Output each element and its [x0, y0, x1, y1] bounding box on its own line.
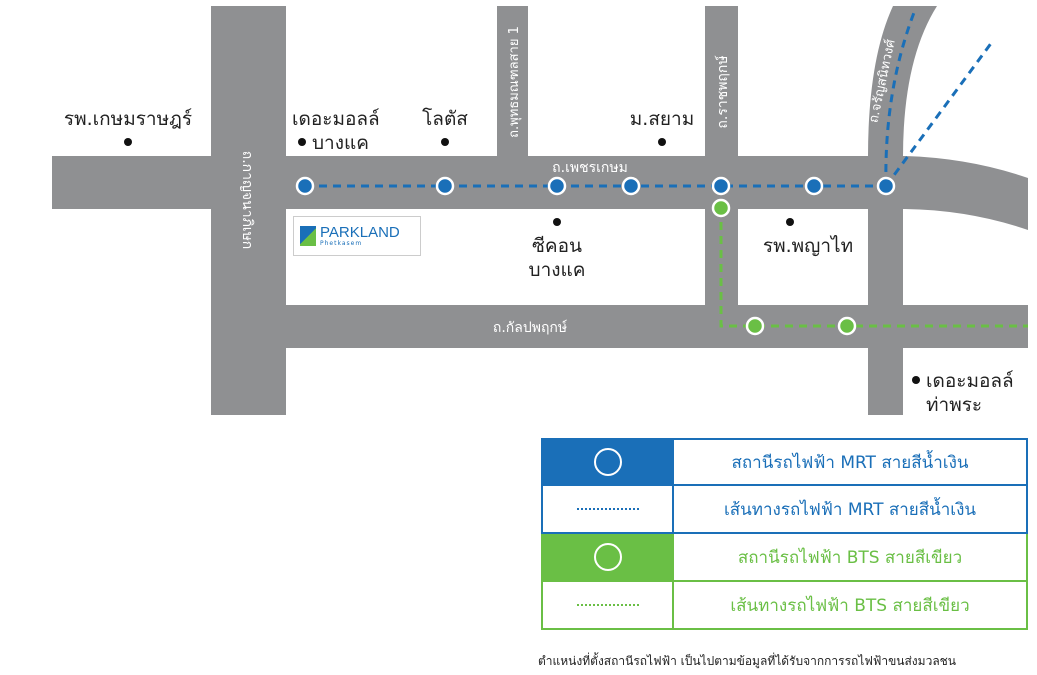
road-label-kanlapaphruek: ถ.กัลปพฤกษ์ — [493, 319, 568, 336]
legend-bts-station: สถานีรถไฟฟ้า BTS สายสีเขียว — [541, 534, 1028, 582]
legend-label: สถานีรถไฟฟ้า MRT สายสีน้ำเงิน — [672, 438, 1028, 486]
bts-station[interactable] — [711, 198, 731, 218]
road-label-kanchanaphisek: ถ.กาญจนาภิเษก — [239, 151, 255, 250]
dashed-line-icon — [576, 508, 639, 510]
place-siam-university: ม.สยาม — [630, 108, 695, 130]
mrt-station[interactable] — [621, 176, 641, 196]
legend-mrt-station: สถานีรถไฟฟ้า MRT สายสีน้ำเงิน — [541, 438, 1028, 486]
mrt-station[interactable] — [295, 176, 315, 196]
place-dot — [298, 138, 306, 146]
place-mall-thapra: เดอะมอลล์ — [926, 370, 1014, 392]
bts-line-symbol — [541, 582, 672, 630]
road-label-ratchaphruek: ถ.ราชพฤกษ์ — [714, 55, 731, 129]
place-phyathai: รพ.พญาไท — [763, 235, 853, 257]
mrt-station[interactable] — [711, 176, 731, 196]
place-mall-thapra-2: ท่าพระ — [926, 394, 982, 416]
logo-mark-icon — [300, 226, 316, 246]
legend: สถานีรถไฟฟ้า MRT สายสีน้ำเงิน เส้นทางรถไ… — [541, 438, 1028, 630]
logo-name: PARKLAND — [320, 224, 400, 241]
parkland-logo: PARKLAND Phetkasem — [293, 216, 421, 256]
road-ratchaphruek — [705, 6, 738, 306]
road-kanchanaphisek — [211, 6, 286, 415]
road-label-phutthamonthon: ถ.พุทธมณฑลสาย 1 — [507, 26, 522, 138]
place-mall-bangkae: เดอะมอลล์ — [292, 108, 380, 130]
legend-label: สถานีรถไฟฟ้า BTS สายสีเขียว — [672, 534, 1028, 582]
station-ring-icon — [593, 543, 622, 571]
footnote: ตำแหน่งที่ตั้งสถานีรถไฟฟ้า เป็นไปตามข้อม… — [538, 654, 957, 668]
mrt-station-symbol — [541, 438, 672, 486]
mrt-station[interactable] — [876, 176, 896, 196]
place-dot — [441, 138, 449, 146]
mrt-line-symbol — [541, 486, 672, 534]
place-dot — [658, 138, 666, 146]
place-dot — [124, 138, 132, 146]
place-dot — [553, 218, 561, 226]
bts-station[interactable] — [837, 316, 857, 336]
bts-station-symbol — [541, 534, 672, 582]
bts-station[interactable] — [745, 316, 765, 336]
place-seacon: ซีคอน — [532, 235, 582, 257]
place-lotus: โลตัส — [422, 107, 468, 130]
road-label-phetkasem: ถ.เพชรเกษม — [552, 160, 628, 176]
mrt-station[interactable] — [547, 176, 567, 196]
map: รพ.เกษมราษฎร์ เดอะมอลล์ บางแค โลตัส ม.สย… — [52, 6, 1028, 416]
mrt-station[interactable] — [804, 176, 824, 196]
road-phutthamonthon — [497, 6, 528, 158]
place-kasemrad: รพ.เกษมราษฎร์ — [64, 108, 192, 130]
place-dot — [786, 218, 794, 226]
place-dot — [912, 376, 920, 384]
bts-line — [719, 208, 1028, 328]
station-ring-icon — [593, 448, 622, 476]
road-phetkasem — [52, 156, 1028, 230]
dashed-line-icon — [576, 604, 639, 606]
legend-label: เส้นทางรถไฟฟ้า MRT สายสีน้ำเงิน — [672, 486, 1028, 534]
mrt-station[interactable] — [435, 176, 455, 196]
legend-bts-line: เส้นทางรถไฟฟ้า BTS สายสีเขียว — [541, 582, 1028, 630]
legend-mrt-line: เส้นทางรถไฟฟ้า MRT สายสีน้ำเงิน — [541, 486, 1028, 534]
logo-sub: Phetkasem — [320, 240, 363, 247]
place-seacon-2: บางแค — [529, 259, 586, 281]
mrt-line — [305, 9, 994, 188]
legend-label: เส้นทางรถไฟฟ้า BTS สายสีเขียว — [672, 582, 1028, 630]
place-mall-bangkae-2: บางแค — [312, 132, 369, 154]
